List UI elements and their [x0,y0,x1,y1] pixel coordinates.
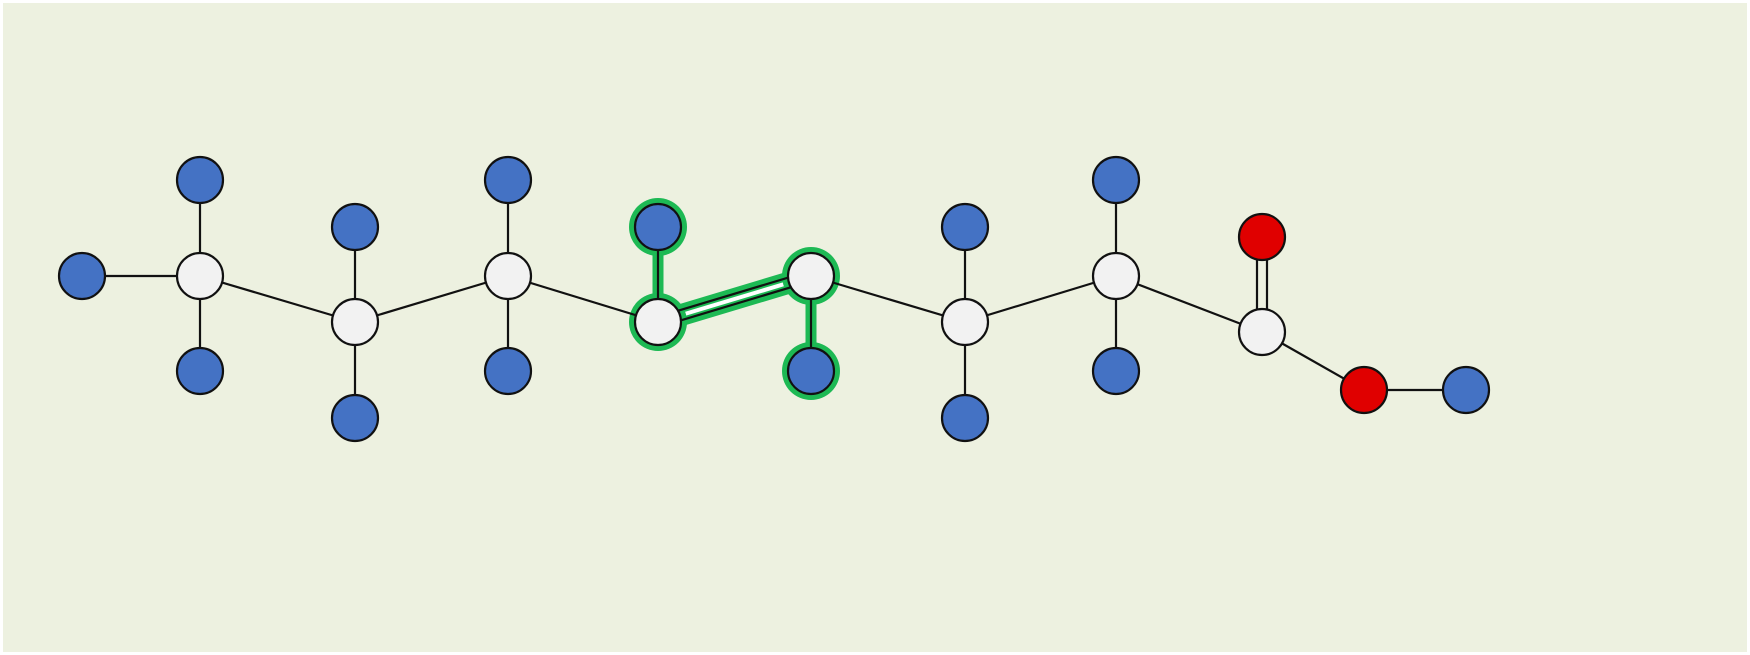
bond-C3-C4 [507,274,659,324]
bond-C6-C7 [964,274,1117,324]
carbon-atom-C8 [1237,307,1287,357]
bond-C2-C3 [354,274,509,324]
bond-C4-C5-line1 [659,279,813,328]
hydrogen-atom-H3 [175,346,225,396]
hydrogen-atom-H14 [1441,365,1491,415]
hydrogen-atom-H8 [633,202,683,252]
bond-C7-C8 [1115,274,1263,334]
carbon-atom-C4 [633,297,683,347]
carbon-atom-C3 [483,251,533,301]
hydrogen-atom-H2 [175,155,225,205]
hydrogen-atom-H4 [330,202,380,252]
hydrogen-atom-H1 [57,251,107,301]
hydrogen-atom-H13 [1091,346,1141,396]
atom-layer [57,155,1491,443]
carbon-atom-C1 [175,251,225,301]
carbon-atom-C7 [1091,251,1141,301]
oxygen-atom-O2 [1339,365,1389,415]
hydrogen-atom-H5 [330,393,380,443]
hydrogen-atom-H9 [786,346,836,396]
hydrogen-atom-H11 [940,393,990,443]
diagram-background [3,3,1747,652]
bond-C1-C2 [199,274,356,324]
carbon-atom-C5 [786,251,836,301]
carbon-atom-C6 [940,297,990,347]
bond-C4-C5-line2 [656,270,810,319]
bond-C5-C6 [810,274,966,324]
oxygen-atom-O1 [1237,212,1287,262]
hydrogen-atom-H12 [1091,155,1141,205]
hydrogen-atom-H10 [940,202,990,252]
carbon-atom-C2 [330,297,380,347]
hydrogen-atom-H7 [483,346,533,396]
hydrogen-atom-H6 [483,155,533,205]
